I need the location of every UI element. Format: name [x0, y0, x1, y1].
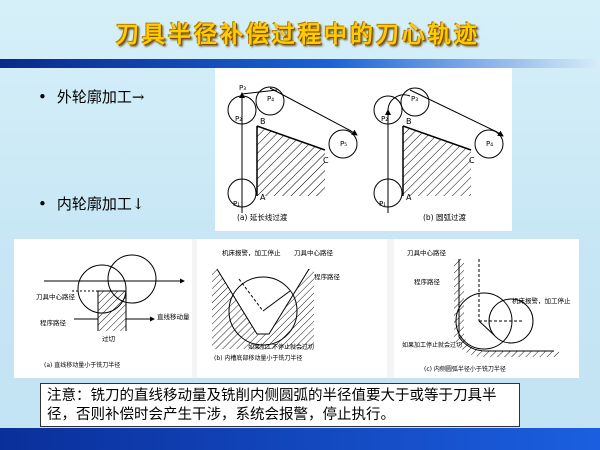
label-p3: P₃: [411, 95, 418, 103]
panel-a-extension-line: P₁ P₂ P₃ P₄ P₅ A B C (a) 延长线过渡: [227, 84, 358, 222]
panel-b-groove-bottom: 机床报警，加工停止 刀具中心路径 程序路径 如果加工不停止就会过切 (b) 内槽…: [197, 239, 387, 378]
label-p4: P₄: [486, 140, 493, 148]
figure-outer-contour: P₁ P₂ P₃ P₄ P₅ A B C (a) 延长线过渡 P₁ P₂ P₃: [215, 68, 512, 231]
note-box: 注意：铣刀的直线移动量及铣削内侧圆弧的半径值要大于或等于刀具半径，否则补偿时会产…: [40, 383, 520, 427]
label-a: A: [260, 193, 266, 202]
panel-c-inner-arc: 刀具中心路径 程序路径 机床报警，加工停止 如果加工停止就会过切 (c) 内侧圆…: [394, 239, 579, 378]
bullet-label: 外轮廓加工→: [56, 88, 145, 106]
label-c: C: [469, 156, 475, 165]
label-b: B: [260, 117, 266, 126]
panel-b-arc-transition: P₁ P₂ P₃ P₄ A B C (b) 圆弧过渡: [373, 87, 504, 222]
caption-a: (a) 延长线过渡: [237, 212, 288, 222]
label-straight-move: 直线移动量: [157, 312, 190, 321]
bullet-outer-contour: • 外轮廓加工→: [38, 86, 144, 107]
bullet-label: 内轮廓加工↓: [56, 195, 145, 213]
bullet-inner-contour: • 内轮廓加工↓: [38, 193, 144, 214]
caption-b: (b) 圆弧过渡: [423, 212, 466, 222]
bullet-dot-icon: •: [38, 88, 47, 106]
label-program-path: 程序路径: [40, 318, 67, 327]
label-p3: P₃: [239, 84, 246, 92]
label-alarm: 机床报警，加工停止: [512, 296, 571, 305]
label-p2: P₂: [381, 115, 388, 123]
label-tool-center-path: 刀具中心路径: [294, 248, 334, 257]
label-p1: P₁: [379, 200, 386, 208]
bullet-dot-icon: •: [38, 195, 47, 213]
slide-title: 刀具半径补偿过程中的刀心轨迹: [116, 22, 480, 48]
panel-a-straight-move: 刀具中心路径 程序路径 直线移动量 过切 (a) 直线移动量小于铣刀半径: [14, 239, 192, 378]
outer-contour-diagram: P₁ P₂ P₃ P₄ P₅ A B C (a) 延长线过渡 P₁ P₂ P₃: [227, 84, 504, 222]
label-b: B: [406, 117, 412, 126]
label-overcut-note: 如果加工不停止就会过切: [248, 343, 314, 351]
label-alarm: 机床报警，加工停止: [222, 248, 281, 257]
label-overcut: 过切: [102, 334, 116, 343]
label-program-path: 程序路径: [414, 277, 441, 286]
label-p1: P₁: [233, 200, 240, 208]
label-program-path: 程序路径: [314, 272, 341, 281]
note-text: 注意：铣刀的直线移动量及铣削内侧圆弧的半径值要大于或等于刀具半径，否则补偿时会产…: [47, 388, 497, 423]
footer-bar: [0, 428, 600, 450]
label-tool-center-path: 刀具中心路径: [407, 248, 447, 257]
title-underline-bar: [0, 59, 600, 68]
label-c: C: [323, 156, 329, 165]
label-p2: P₂: [235, 115, 242, 123]
label-overcut-note: 如果加工停止就会过切: [402, 341, 462, 349]
caption-panel-c: (c) 内侧圆弧半径小于铣刀半径: [424, 365, 506, 373]
caption-panel-b: (b) 内槽底部移动量小于铣刀半径: [214, 354, 302, 362]
caption-panel-a: (a) 直线移动量小于铣刀半径: [44, 361, 120, 369]
figure-inner-contour: 刀具中心路径 程序路径 直线移动量 过切 (a) 直线移动量小于铣刀半径 机床报…: [14, 239, 579, 378]
label-a: A: [406, 193, 412, 202]
label-p5: P₅: [340, 140, 347, 148]
label-tool-center-path: 刀具中心路径: [36, 292, 76, 301]
inner-contour-diagram: 刀具中心路径 程序路径 直线移动量 过切 (a) 直线移动量小于铣刀半径 机床报…: [14, 239, 579, 378]
label-p4: P₄: [267, 95, 274, 103]
